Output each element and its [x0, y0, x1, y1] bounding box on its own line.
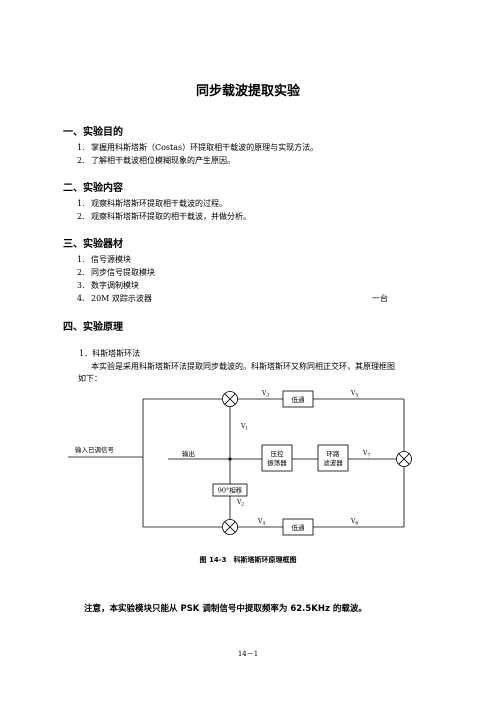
signal-label-v7: V7 — [362, 450, 370, 459]
item-text: 了解相干载波相位模糊现象的产生原因。 — [91, 156, 235, 165]
section-heading-objectives: 一、实验目的 — [63, 127, 123, 138]
section-heading-principle: 四、实验原理 — [63, 322, 123, 333]
item-number: 1. — [77, 143, 85, 152]
lowpass-label-bottom: 低通 — [292, 523, 306, 532]
item-number: 2. — [77, 268, 85, 277]
vco-box — [261, 444, 293, 472]
subsection-heading: 1．科斯塔斯环法 — [79, 349, 141, 358]
list-item: 1. 信号源模块 — [77, 254, 131, 265]
paragraph-line: 本实验是采用科斯塔斯环法提取同步载波的。科斯塔斯环又称同相正交环，其原理框图 — [91, 362, 395, 371]
item-number: 4. — [77, 294, 85, 303]
section-heading-content: 二、实验内容 — [63, 183, 123, 194]
note-text: 注意，本实验模块只能从 PSK 调制信号中提取频率为 62.5KHz 的载波。 — [84, 604, 367, 614]
phase-shift-label: 90°相移 — [218, 486, 243, 495]
item-number: 2. — [77, 156, 85, 165]
list-item: 2. 观察科斯塔斯环提取的相干载波，并做分析。 — [77, 211, 251, 222]
list-item: 1. 掌握用科斯塔斯（Costas）环提取相干载波的原理与实现方法。 — [77, 142, 318, 153]
list-item: 2. 了解相干载波相位模糊现象的产生原因。 — [77, 155, 235, 166]
signal-label-v1: V1 — [240, 423, 248, 432]
junction-dot — [228, 457, 232, 461]
page-number: 14－1 — [237, 650, 259, 658]
item-number: 1. — [77, 199, 85, 208]
item-text: 信号源模块 — [91, 255, 131, 264]
list-item: 3. 数字调制模块 — [77, 280, 139, 291]
quantity-text: 一台 — [372, 294, 388, 303]
item-number: 3. — [77, 281, 85, 290]
page-title: 同步载波提取实验 — [195, 84, 300, 99]
list-item: 1. 观察科斯塔斯环提取相干载波的过程。 — [77, 198, 227, 209]
output-label: 输出 — [182, 449, 195, 458]
item-text: 20M 双踪示波器 — [91, 294, 152, 303]
item-number: 2. — [77, 212, 85, 221]
figure-caption: 图 14-3 科斯塔斯环原理框图 — [199, 556, 297, 564]
item-number: 1. — [77, 255, 85, 264]
item-text: 数字调制模块 — [91, 281, 139, 290]
paragraph-line: 如下： — [78, 374, 102, 383]
vco-label-line1: 压控 — [271, 449, 285, 458]
item-text: 同步信号提取模块 — [91, 268, 155, 277]
signal-label-v3: V3 — [261, 390, 269, 399]
list-item: 2. 同步信号提取模块 — [77, 267, 155, 278]
signal-label-v6: V6 — [350, 518, 358, 527]
input-label: 输入已调信号 — [75, 445, 115, 454]
list-item: 4. 20M 双踪示波器 — [77, 293, 152, 304]
vco-label-line2: 振荡器 — [267, 458, 287, 467]
item-text: 观察科斯塔斯环提取的相干载波，并做分析。 — [91, 212, 251, 221]
signal-label-v5: V5 — [350, 390, 358, 399]
loop-filter-box — [317, 444, 349, 472]
section-heading-equipment: 三、实验器材 — [63, 239, 123, 250]
signal-label-v2: V2 — [236, 499, 244, 508]
loop-filter-label-line2: 滤波器 — [323, 458, 343, 467]
item-text: 掌握用科斯塔斯（Costas）环提取相干载波的原理与实现方法。 — [91, 143, 319, 152]
loop-filter-label-line1: 环路 — [327, 449, 341, 458]
signal-label-v4: V4 — [257, 518, 265, 527]
item-text: 观察科斯塔斯环提取相干载波的过程。 — [91, 199, 227, 208]
lowpass-label-top: 低通 — [292, 395, 306, 404]
